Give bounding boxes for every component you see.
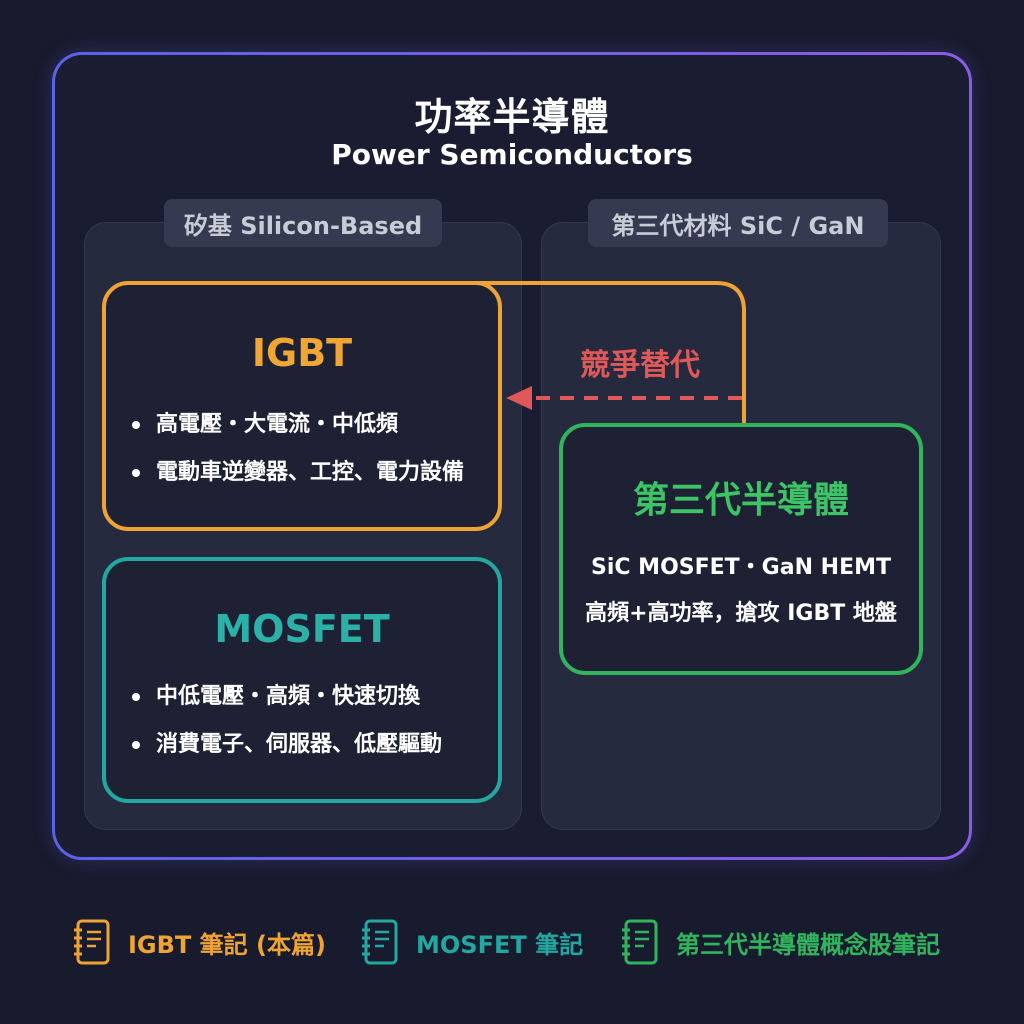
mosfet-title: MOSFET bbox=[214, 607, 390, 651]
mosfet-card: MOSFET 中低電壓・高頻・快速切換 消費電子、伺服器、低壓驅動 bbox=[102, 557, 502, 803]
competition-label: 競爭替代 bbox=[580, 348, 700, 383]
list-item: 高電壓・大電流・中低頻 bbox=[132, 401, 464, 449]
legend-item-mosfet[interactable]: MOSFET 筆記 bbox=[360, 916, 583, 968]
list-item: 消費電子、伺服器、低壓驅動 bbox=[132, 721, 442, 769]
third-gen-title: 第三代半導體 bbox=[632, 480, 849, 521]
list-item: 電動車逆變器、工控、電力設備 bbox=[132, 449, 464, 497]
notebook-icon bbox=[74, 919, 110, 965]
third-gen-card: 第三代半導體 SiC MOSFET・GaN HEMT 高頻+高功率，搶攻 IGB… bbox=[559, 423, 923, 675]
legend-label: IGBT 筆記 (本篇) bbox=[128, 930, 326, 959]
legend-label: 第三代半導體概念股筆記 bbox=[676, 930, 940, 959]
page-title: 功率半導體 bbox=[414, 95, 610, 139]
third-gen-line: SiC MOSFET・GaN HEMT bbox=[590, 555, 891, 580]
third-gen-lines: SiC MOSFET・GaN HEMT 高頻+高功率，搶攻 IGBT 地盤 bbox=[563, 545, 919, 637]
igbt-card: IGBT 高電壓・大電流・中低頻 電動車逆變器、工控、電力設備 bbox=[102, 281, 502, 531]
list-item: 中低電壓・高頻・快速切換 bbox=[132, 673, 442, 721]
bullet-text: 中低電壓・高頻・快速切換 bbox=[156, 684, 421, 709]
notebook-icon bbox=[362, 919, 398, 965]
bullet-icon bbox=[132, 421, 140, 429]
page-subtitle: Power Semiconductors bbox=[331, 138, 693, 171]
silicon-panel-label: 矽基 Silicon-Based bbox=[164, 199, 442, 247]
bullet-text: 消費電子、伺服器、低壓驅動 bbox=[156, 732, 443, 757]
bullet-icon bbox=[132, 741, 140, 749]
bullet-text: 高電壓・大電流・中低頻 bbox=[156, 412, 399, 437]
bullet-text: 電動車逆變器、工控、電力設備 bbox=[156, 460, 465, 485]
bullet-icon bbox=[132, 469, 140, 477]
legend-label: MOSFET 筆記 bbox=[416, 930, 584, 959]
third-gen-panel-label: 第三代材料 SiC / GaN bbox=[588, 199, 888, 247]
third-gen-line: 高頻+高功率，搶攻 IGBT 地盤 bbox=[585, 601, 897, 626]
mosfet-bullets: 中低電壓・高頻・快速切換 消費電子、伺服器、低壓驅動 bbox=[132, 673, 442, 769]
legend-item-igbt[interactable]: IGBT 筆記 (本篇) bbox=[72, 916, 326, 968]
legend-item-third-gen[interactable]: 第三代半導體概念股筆記 bbox=[620, 916, 940, 968]
igbt-title: IGBT bbox=[251, 331, 353, 375]
igbt-bullets: 高電壓・大電流・中低頻 電動車逆變器、工控、電力設備 bbox=[132, 401, 464, 497]
notebook-icon bbox=[622, 919, 658, 965]
bullet-icon bbox=[132, 693, 140, 701]
